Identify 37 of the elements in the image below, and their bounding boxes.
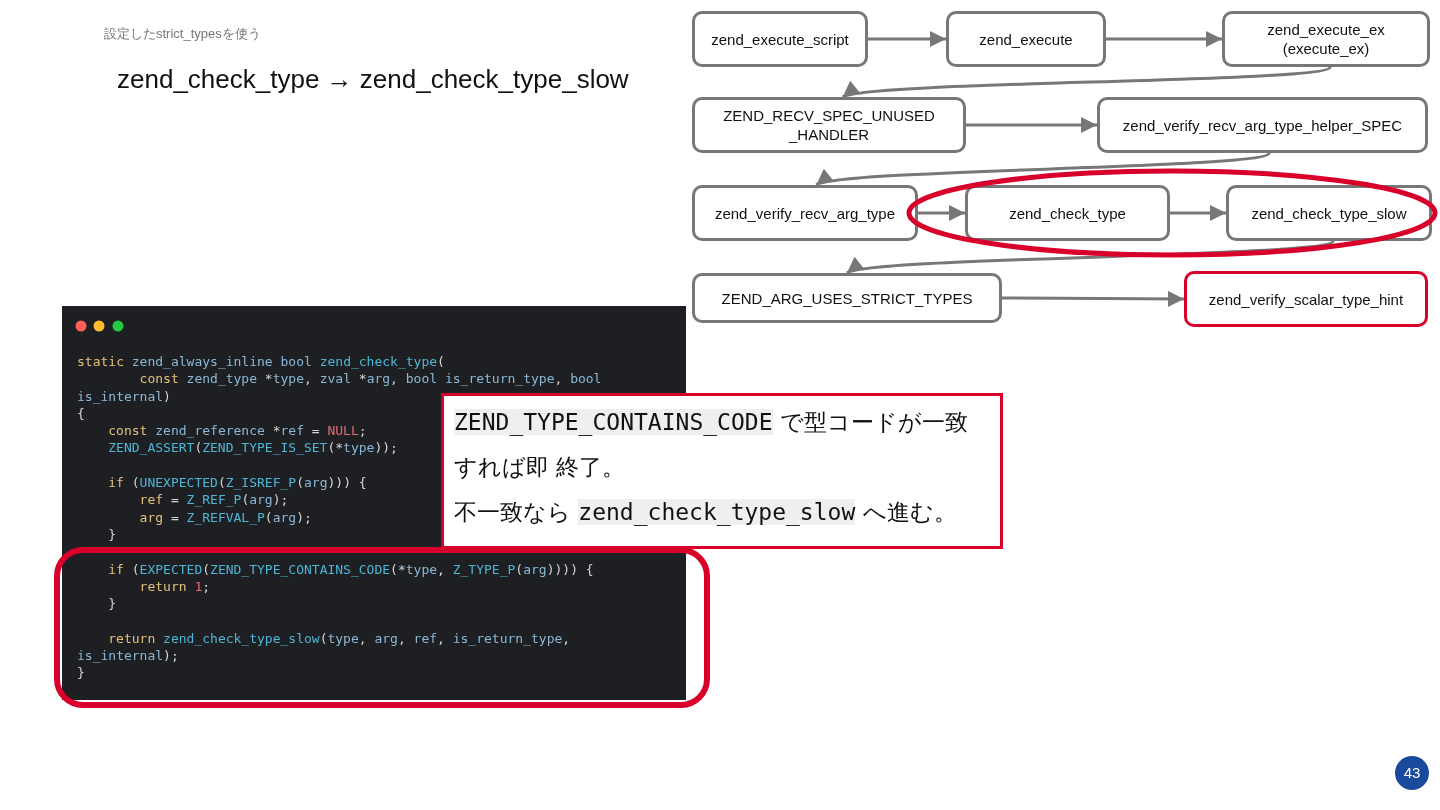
code-line: } [107,525,117,544]
function-box: zend_verify_recv_arg_type [692,185,918,241]
function-box: zend_check_type_slow [1226,185,1432,241]
function-box: zend_execute_script [692,11,868,67]
code-line: if (EXPECTED(ZEND_TYPE_CONTAINS_CODE(*type, Z_TYPE_P(arg)))) { [107,560,594,578]
function-box: zend_execute [946,11,1106,67]
function-box: zend_verify_recv_arg_type_helper_SPEC [1097,97,1428,153]
code-line: arg = Z_REFVAL_P(arg); [138,508,312,526]
code-line: } [107,595,117,613]
arrow [966,117,1097,133]
section-heading: 設定したstrict_typesを使う [104,25,261,43]
arrow [1106,31,1222,47]
code-line: { [77,404,85,423]
arrow [868,31,946,47]
code-line: if (UNEXPECTED(Z_ISREF_P(arg))) { [107,474,367,492]
code-line: is_internal) [77,387,171,405]
code-line: const zend_reference *ref = NULL; [107,422,367,440]
page-number: 43 [1395,756,1429,790]
code-line: ZEND_ASSERT(ZEND_TYPE_IS_SET(*type)); [107,439,398,457]
callout-text: ZEND_TYPE_CONTAINS_CODE で型コードが一致すれば即 終了。 [454,408,969,482]
code-line: const zend_type *type, zval *arg, bool is_return_type, bool [138,370,602,388]
arrow [1170,205,1226,221]
function-box: zend_execute_ex (execute_ex) [1222,11,1430,67]
callout-text: 不一致なら zend_check_type_slow へ進む。 [454,498,958,528]
code-line: is_internal); [77,647,179,665]
code-line: return zend_check_type_slow(type, arg, ref, is_return_type, [107,629,571,648]
code-line: } [77,664,85,682]
note-tooltip [441,393,1003,549]
slide-title: zend_check_type → zend_check_type_slow [117,64,629,95]
code-line: static zend_always_inline bool zend_check_type( [77,353,445,371]
code-line: ref = Z_REF_P(arg); [138,491,289,509]
code-line: return 1; [138,577,211,596]
arrow [1002,290,1184,307]
function-box: ZEND_ARG_USES_STRICT_TYPES [692,273,1002,323]
function-box: zend_check_type [965,185,1170,241]
function-box: zend_verify_scalar_type_hint [1184,271,1428,327]
function-box: ZEND_RECV_SPEC_UNUSED _HANDLER [692,97,966,153]
